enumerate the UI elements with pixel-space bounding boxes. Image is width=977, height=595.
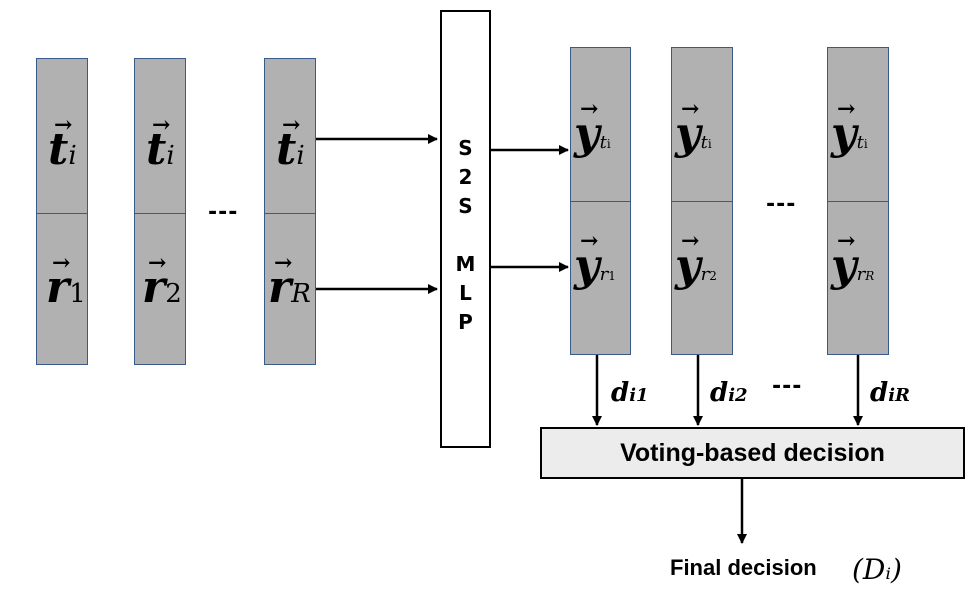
- output-ellipsis-bottom: ---: [772, 374, 803, 399]
- mlp-label-line: S: [458, 136, 473, 160]
- s2s-mlp-block: S 2 S M L P: [440, 10, 491, 448]
- input-ellipsis: ---: [208, 200, 239, 225]
- output-column-1: [570, 47, 631, 355]
- input-column-R: [264, 58, 316, 365]
- y-r-vector-2: →yr2: [675, 228, 717, 291]
- final-decision-math: (Dᵢ): [852, 553, 902, 586]
- y-t-vector-R: →yti: [831, 96, 868, 159]
- t-vector-R: →ti: [276, 112, 305, 175]
- voting-label: Voting-based decision: [620, 438, 885, 467]
- r-vector-1: →r1: [46, 250, 86, 313]
- voting-decision-box: Voting-based decision: [540, 427, 965, 479]
- mlp-label-line: 2: [458, 165, 473, 189]
- final-decision-label: Final decision: [670, 555, 817, 580]
- y-t-vector-1: →yti: [574, 96, 611, 159]
- distance-label-2: di2: [710, 378, 748, 408]
- r-vector-2: →r2: [142, 250, 182, 313]
- mlp-label-line: P: [458, 310, 473, 334]
- y-r-vector-1: →yr1: [574, 228, 616, 291]
- column-divider: [135, 213, 185, 214]
- t-vector-2: →ti: [146, 112, 175, 175]
- output-column-R: [827, 47, 889, 355]
- output-ellipsis-top: ---: [766, 192, 797, 217]
- input-column-2: [134, 58, 186, 365]
- y-r-vector-R: →yrR: [831, 228, 875, 291]
- y-t-vector-2: →yti: [675, 96, 712, 159]
- column-divider: [672, 201, 732, 202]
- mlp-label-line: S: [458, 194, 473, 218]
- column-divider: [828, 201, 888, 202]
- column-divider: [265, 213, 315, 214]
- distance-label-1: di1: [611, 378, 649, 408]
- mlp-label-line: L: [459, 281, 472, 305]
- distance-label-R: diR: [870, 378, 910, 408]
- mlp-label-line: M: [455, 252, 476, 276]
- column-divider: [571, 201, 630, 202]
- r-vector-R: →rR: [268, 250, 311, 313]
- column-divider: [37, 213, 87, 214]
- output-column-2: [671, 47, 733, 355]
- input-column-1: [36, 58, 88, 365]
- t-vector-1: →ti: [48, 112, 77, 175]
